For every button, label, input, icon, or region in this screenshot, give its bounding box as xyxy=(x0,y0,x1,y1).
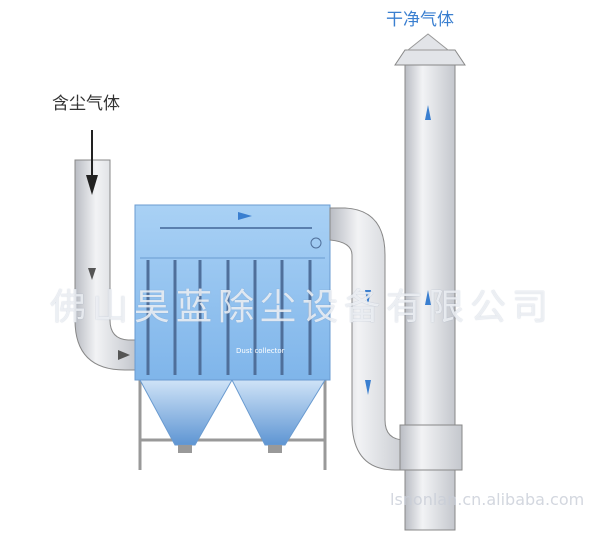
outlet-arrow-icon xyxy=(406,33,450,51)
exhaust-stack xyxy=(394,33,466,531)
inlet-duct xyxy=(74,130,136,371)
support-frame xyxy=(138,380,327,470)
outlet-duct xyxy=(329,207,411,471)
company-watermark: 佛山昊蓝除尘设备有限公司 xyxy=(50,287,555,328)
outlet-gas-label: 干净气体 xyxy=(386,10,454,30)
nameplate: Dust collector xyxy=(236,347,285,355)
collector-body xyxy=(134,204,331,453)
inlet-gas-label: 含尘气体 xyxy=(52,94,120,114)
site-watermark: lsnonlan.cn.alibaba.com xyxy=(390,490,585,509)
